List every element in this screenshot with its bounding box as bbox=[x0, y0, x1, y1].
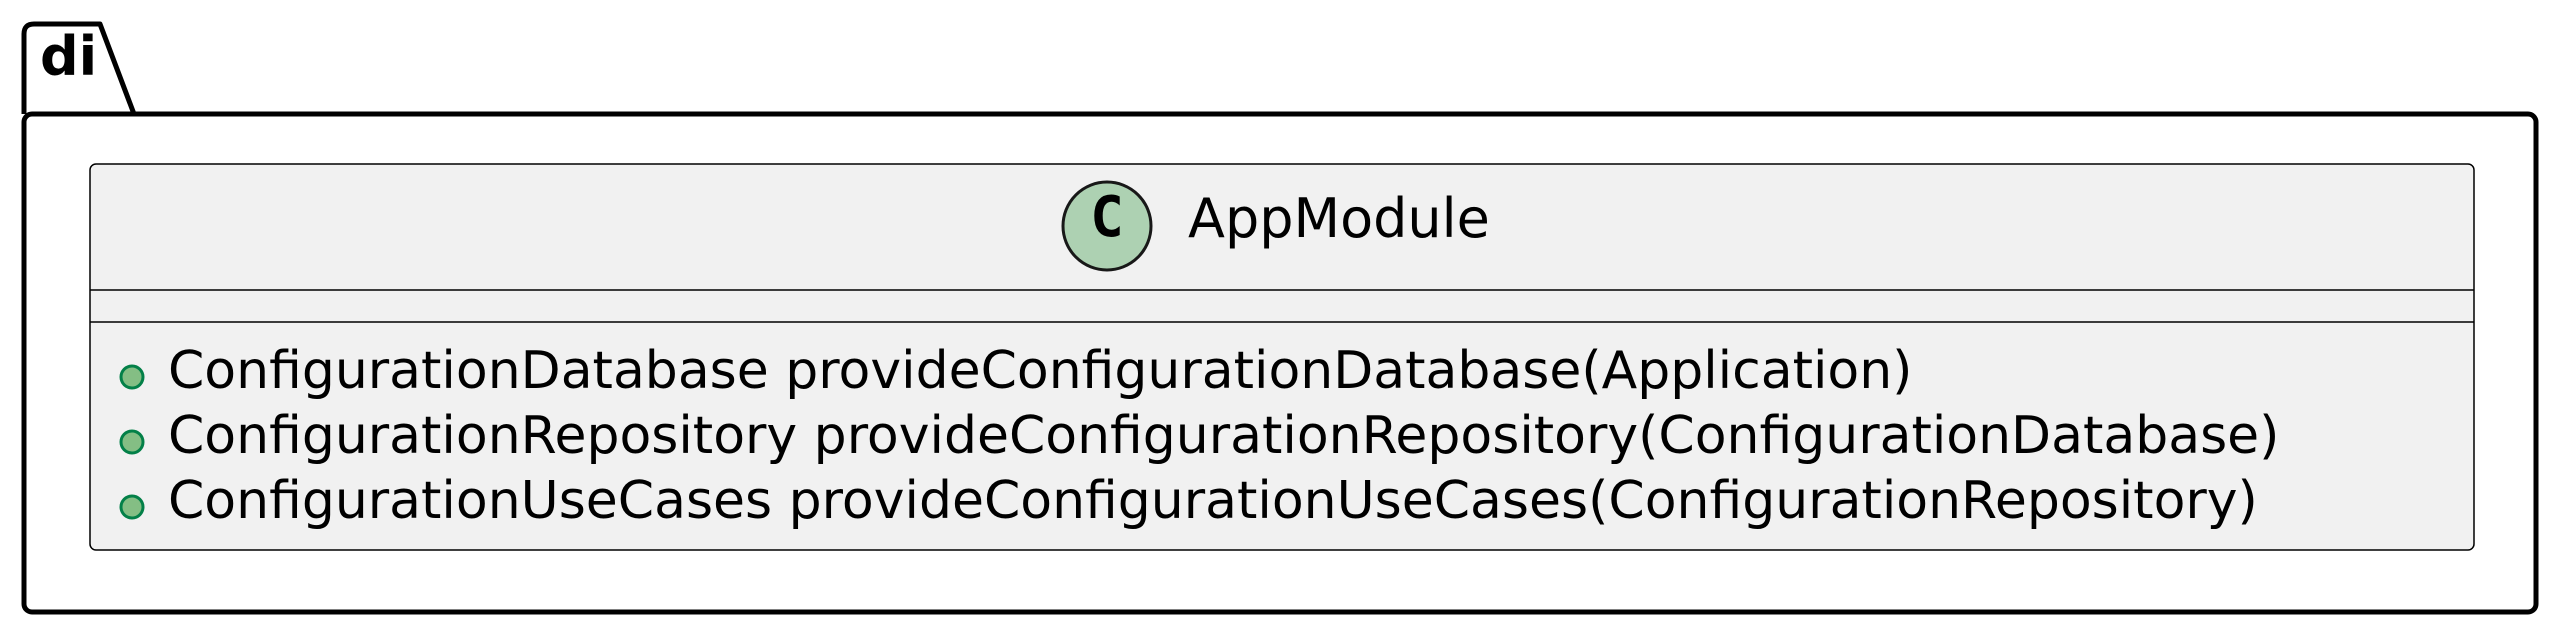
public-visibility-icon bbox=[119, 364, 145, 390]
class-stereotype-letter: C bbox=[1090, 185, 1124, 250]
class-circle-icon bbox=[1061, 180, 1153, 272]
class-name: AppModule bbox=[1188, 187, 1490, 250]
public-visibility-icon bbox=[119, 494, 145, 520]
method-provide-configuration-repository: ConfigurationRepository provideConfigura… bbox=[168, 406, 2280, 466]
method-provide-configuration-use-cases: ConfigurationUseCases provideConfigurati… bbox=[168, 471, 2258, 531]
method-provide-configuration-database: ConfigurationDatabase provideConfigurati… bbox=[168, 341, 1913, 401]
package-name: di bbox=[40, 25, 98, 88]
package-frame bbox=[21, 111, 2539, 615]
package-tab bbox=[21, 21, 137, 115]
class-box bbox=[89, 163, 2475, 551]
public-visibility-icon bbox=[119, 429, 145, 455]
